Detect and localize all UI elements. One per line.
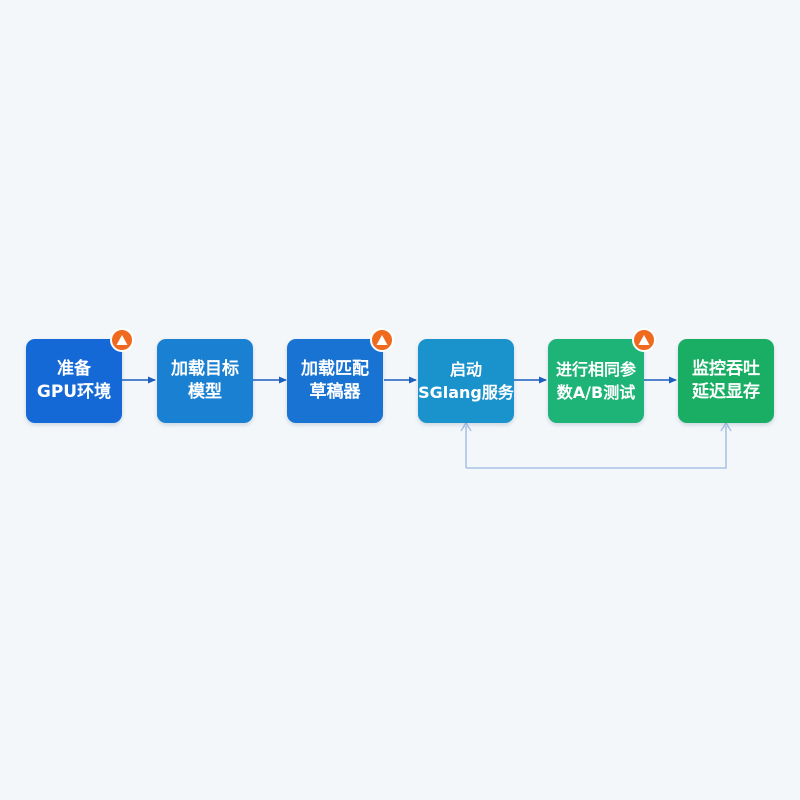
step-label-line2: GPU环境 bbox=[36, 382, 112, 402]
step-label-line2: 延迟显存 bbox=[692, 382, 760, 402]
step-label-line2: 草稿器 bbox=[309, 382, 361, 402]
step-label-line2: SGlang服务 bbox=[418, 383, 514, 402]
step-label-line1: 监控吞吐 bbox=[692, 359, 760, 379]
step-start-sglang-service: 启动 SGlang服务 bbox=[418, 339, 514, 423]
step-prepare-gpu: 准备 GPU环境 bbox=[26, 339, 122, 423]
step-label-line1: 启动 bbox=[449, 360, 482, 379]
step-load-target-model: 加载目标 模型 bbox=[157, 339, 253, 423]
step-label-line2: 模型 bbox=[188, 382, 222, 402]
warning-triangle-icon bbox=[110, 328, 134, 352]
step-label-line1: 进行相同参 bbox=[555, 360, 636, 379]
step-ab-test: 进行相同参 数A/B测试 bbox=[548, 339, 644, 423]
step-label-line1: 加载匹配 bbox=[301, 359, 369, 379]
feedback-arrowhead-left bbox=[460, 421, 472, 432]
warning-triangle-icon bbox=[370, 328, 394, 352]
step-label-line1: 加载目标 bbox=[171, 359, 239, 379]
feedback-loop-arrow bbox=[465, 426, 727, 469]
warning-triangle-icon bbox=[632, 328, 656, 352]
step-monitor-metrics: 监控吞吐 延迟显存 bbox=[678, 339, 774, 423]
step-load-draft-model: 加载匹配 草稿器 bbox=[287, 339, 383, 423]
step-label-line2: 数A/B测试 bbox=[556, 383, 636, 402]
feedback-arrowhead-right bbox=[720, 421, 732, 432]
step-label-line1: 准备 bbox=[57, 359, 91, 379]
